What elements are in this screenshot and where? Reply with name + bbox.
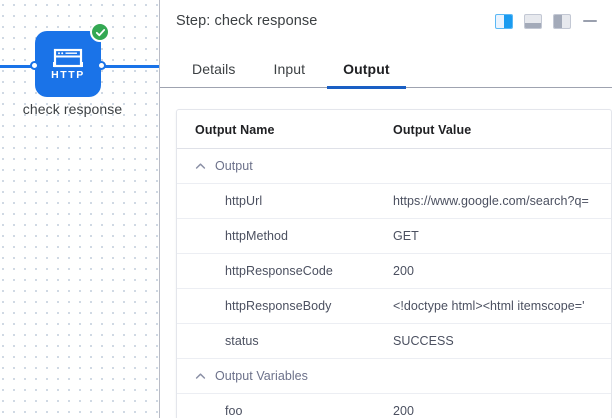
table-group-row-output-variables[interactable]: Output Variables [177, 358, 611, 394]
table-row[interactable]: status SUCCESS [177, 323, 611, 359]
workflow-canvas[interactable]: HTTP check response [0, 0, 160, 418]
output-table: Output Name Output Value [177, 110, 611, 418]
chevron-up-icon[interactable] [195, 161, 206, 172]
panel-right-icon[interactable] [495, 13, 513, 29]
row-name: foo [225, 404, 243, 418]
workflow-node-check-response[interactable]: HTTP [30, 22, 110, 97]
row-value: 200 [393, 404, 415, 418]
canvas-panel-divider[interactable] [159, 0, 160, 418]
row-value: 200 [389, 253, 611, 289]
row-name: httpResponseBody [177, 288, 389, 324]
row-name: httpResponseCode [177, 253, 389, 289]
table-row[interactable]: httpResponseBody <!doctype html><html it… [177, 288, 611, 324]
output-table-card: Output Name Output Value [176, 109, 612, 418]
panel-header: Step: check response [160, 0, 612, 42]
table-row[interactable]: httpMethod GET [177, 218, 611, 254]
panel-bottom-icon[interactable] [524, 13, 542, 29]
panel-layout-actions [495, 13, 598, 29]
row-value: GET [389, 218, 611, 254]
row-name: httpMethod [177, 218, 389, 254]
row-value: https://www.google.com/search?q= [389, 183, 611, 219]
output-tab-content: Output Name Output Value [160, 88, 612, 418]
node-body[interactable]: HTTP [35, 31, 101, 97]
http-browser-icon [52, 48, 84, 68]
row-value: SUCCESS [389, 323, 611, 359]
node-input-port[interactable] [30, 61, 39, 70]
column-header-output-value: Output Value [389, 110, 611, 149]
tab-input[interactable]: Input [273, 61, 306, 77]
page-title: Step: check response [176, 13, 318, 29]
table-group-row-output[interactable]: Output [177, 148, 611, 184]
row-name: status [177, 323, 389, 359]
node-icon-text: HTTP [51, 68, 85, 81]
column-header-output-name: Output Name [177, 110, 389, 149]
check-circle-icon [90, 22, 110, 42]
minimize-icon[interactable] [582, 13, 598, 29]
panel-left-icon[interactable] [553, 13, 571, 29]
step-detail-panel: Step: check response Details Input Outpu… [160, 0, 612, 418]
table-header-row: Output Name Output Value [177, 110, 611, 149]
tab-details[interactable]: Details [192, 61, 236, 77]
table-row[interactable]: httpResponseCode 200 [177, 253, 611, 289]
table-row[interactable]: foo 200 [177, 394, 611, 418]
group-label: Output Variables [215, 369, 308, 383]
tab-output[interactable]: Output [327, 61, 407, 89]
node-output-port[interactable] [97, 61, 106, 70]
row-name: httpUrl [177, 183, 389, 219]
group-label: Output [215, 159, 253, 173]
node-label: check response [22, 101, 123, 117]
panel-tabs: Details Input Output [160, 42, 612, 89]
table-row[interactable]: httpUrl https://www.google.com/search?q= [177, 183, 611, 219]
chevron-up-icon[interactable] [195, 371, 206, 382]
row-value: <!doctype html><html itemscope=' [389, 288, 611, 324]
